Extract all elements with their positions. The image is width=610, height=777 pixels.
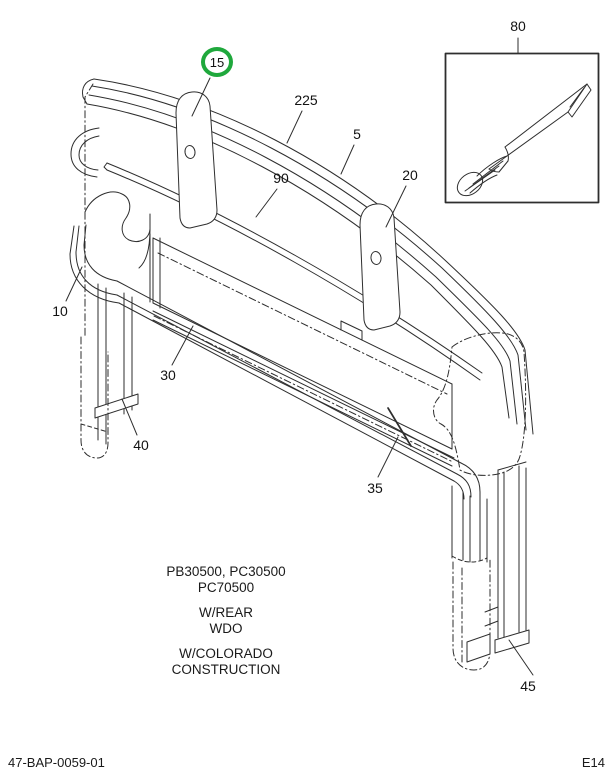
callout-leader-225 [286,110,303,144]
callout-225: 225 [294,92,318,108]
callout-leader-5 [340,144,355,175]
garnish-molding [103,162,483,381]
rear-channel-bracket [466,461,530,663]
callout-leader-20 [385,185,407,228]
callout-leader-45 [508,639,534,676]
callout-35: 35 [367,480,383,496]
callout-40: 40 [133,437,149,453]
callout-highlighted-15: 15 [201,47,233,77]
callout-10: 10 [52,303,68,319]
mounting-strap-right [359,203,401,331]
callout-30: 30 [160,367,176,383]
note-line: WDO [209,621,243,636]
center-mullion [149,233,161,309]
note-line: W/COLORADO [179,646,273,661]
applicability-notes: PB30500, PC30500 PC70500 W/REAR WDO W/CO… [76,564,376,678]
callout-90: 90 [273,170,289,186]
callout-leader-35 [377,436,399,478]
right-leg-assembly [451,485,491,671]
left-clamp-bracket [70,127,100,178]
callout-leader-15 [191,77,211,117]
mounting-strap-left [175,91,218,229]
callout-5: 5 [353,126,361,142]
note-line: PC70500 [197,580,255,595]
seal-mark-line [387,407,412,447]
page-code: E14 [581,755,605,770]
figure-number: 47-BAP-0059-01 [8,755,105,770]
callout-leader-40 [121,398,138,436]
note-line: CONSTRUCTION [171,662,281,677]
callout-leader-90 [255,188,278,218]
callout-45: 45 [520,678,536,694]
callout-80: 80 [510,18,526,34]
note-line: W/REAR [199,605,253,620]
callout-leader-30 [171,325,194,366]
sealant-tube [456,83,592,197]
back-window-panel [152,237,453,450]
callout-20: 20 [402,167,418,183]
note-line: PB30500, PC30500 [166,564,286,579]
callout-leader-10 [65,266,83,302]
left-leg-assembly [80,283,139,459]
sealant-box [444,52,600,204]
